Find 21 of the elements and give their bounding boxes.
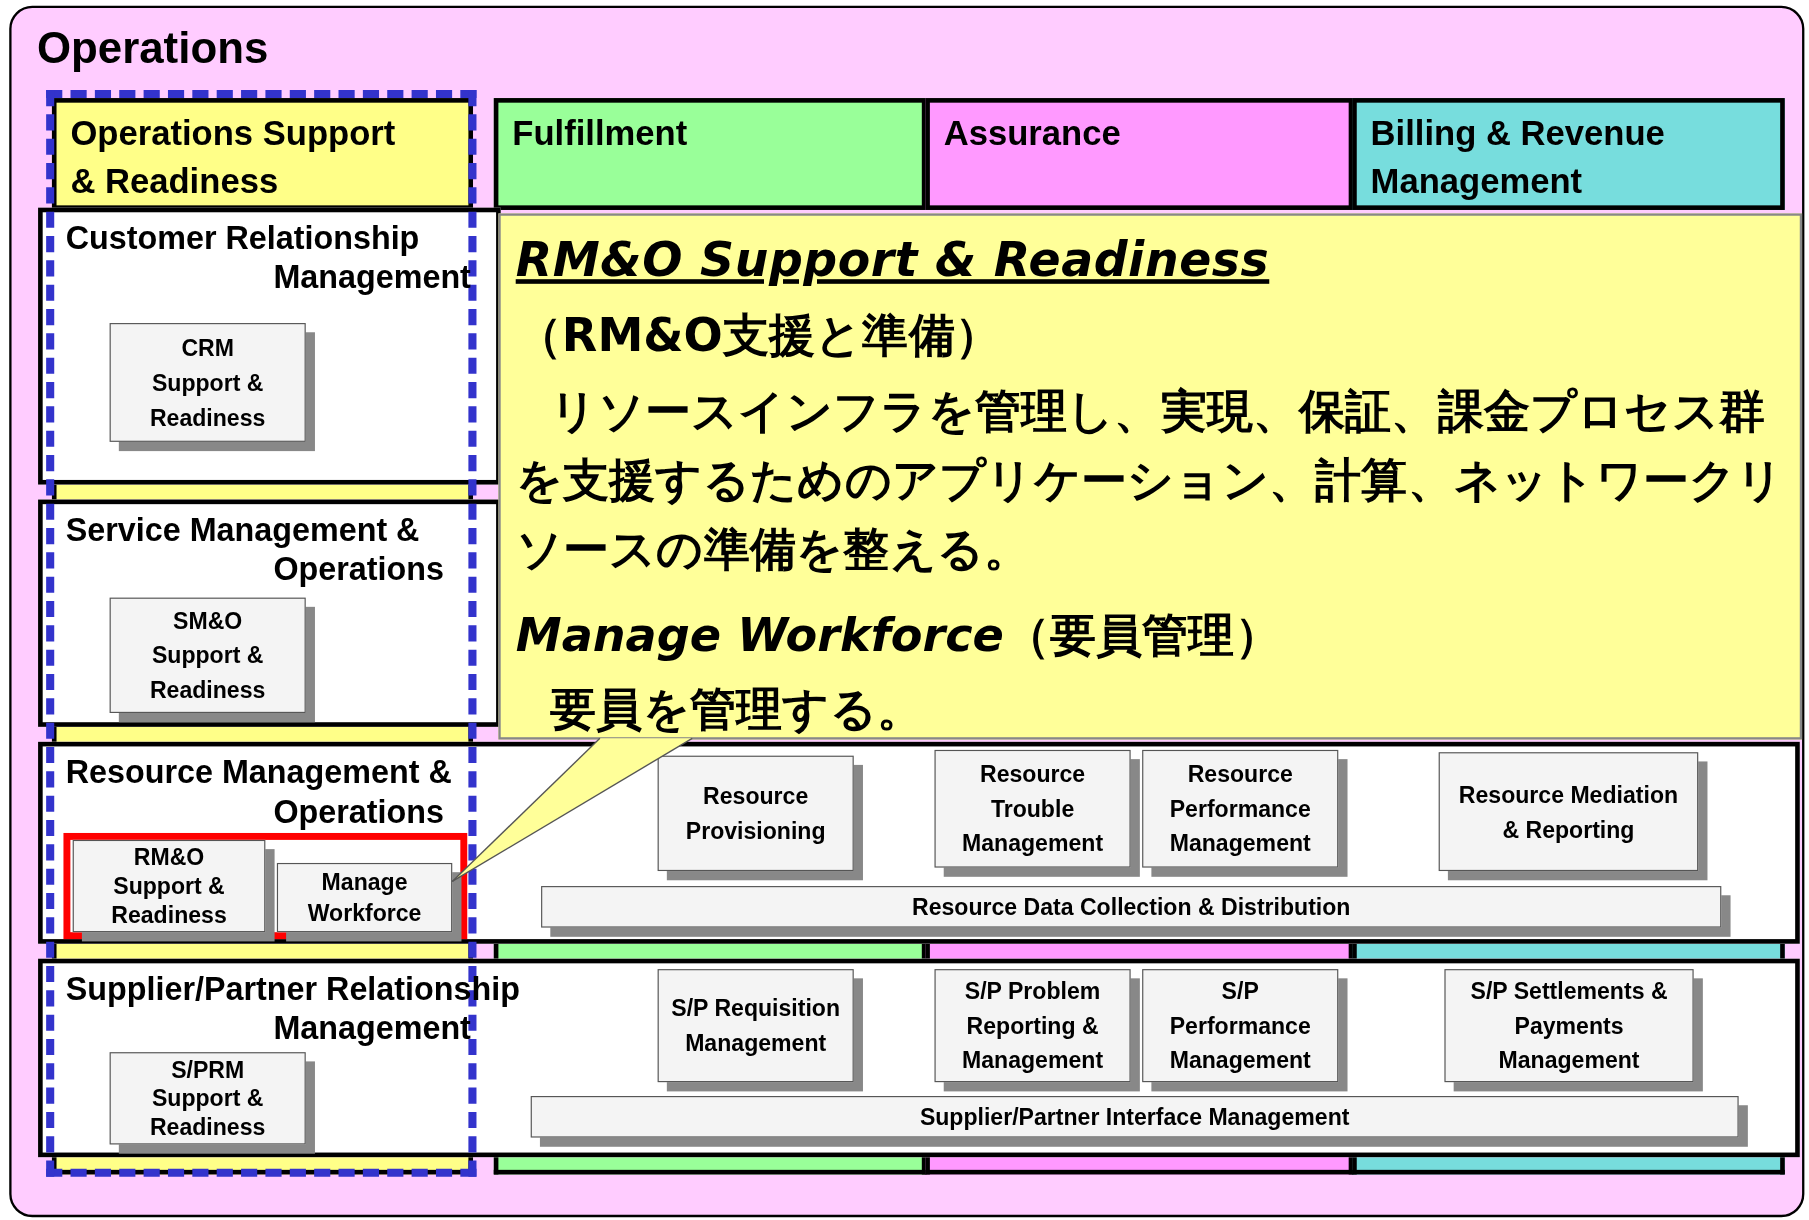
layer-band [38, 499, 501, 727]
callout-subheading: （RM&O支援と準備） [515, 307, 1002, 364]
band-heading: Service Management & Operations [65, 511, 445, 590]
callout-heading: RM&O Support & Readiness [515, 230, 1271, 290]
column-header: Billing & Revenue Management [1352, 98, 1785, 210]
callout-tooltip [498, 213, 1803, 740]
column-header: Fulfillment [493, 98, 927, 210]
callout-text: 要員を管理する。 [549, 680, 924, 737]
band-heading: Resource Management & Operations [65, 753, 453, 832]
operations-panel [9, 5, 1805, 1218]
callout-heading: Manage Workforce（要員管理） [515, 607, 1282, 664]
highlight-frame [63, 832, 468, 940]
layer-band [38, 958, 1800, 1158]
callout-text: リソースインフラを管理し、実現、保証、課金プロセス群を支援するためのアプリケーション、計算、ネットワークリソースの準備を整える。 [515, 383, 1785, 578]
column-header: Assurance [925, 98, 1354, 210]
panel-title: Operations [36, 24, 269, 74]
layer-band [38, 741, 1800, 944]
column-header: Operations Support & Readiness [51, 98, 473, 210]
layer-band [38, 207, 501, 485]
band-heading: Customer Relationship Management [65, 219, 472, 298]
band-heading: Supplier/Partner Relationship Management [65, 970, 521, 1049]
